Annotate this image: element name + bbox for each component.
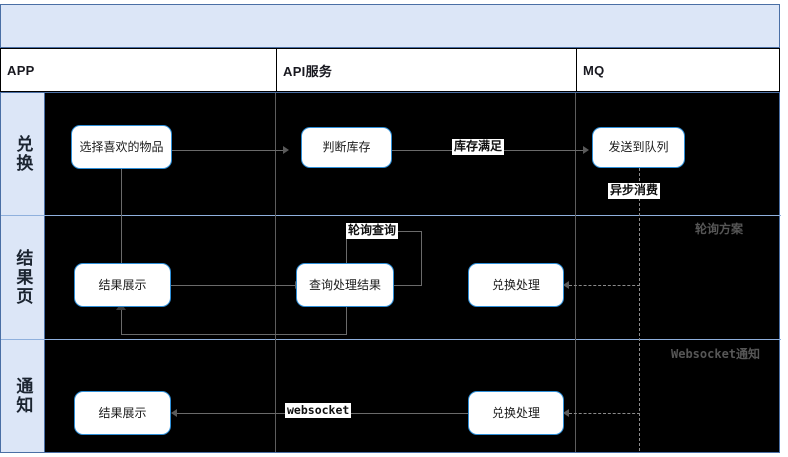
edge-async-to-exchange-3-arrowhead [563, 409, 569, 417]
lane-label-exchange: 兑换 [1, 93, 45, 215]
title-band [0, 4, 780, 48]
group-caption-websocket-notify: Websocket通知 [671, 347, 761, 361]
edge-poll-right [421, 231, 422, 285]
column-header-api-label: API服务 [283, 63, 333, 79]
node-result-show-3[interactable]: 结果展示 [74, 391, 171, 435]
swimlane-body: 兑换 结果页 通知 库存满足 选择喜欢的物品 判断库存 [0, 92, 781, 453]
node-choose-item-label: 选择喜欢的物品 [79, 139, 164, 154]
edge-query-back-h [121, 334, 347, 335]
edge-label-websocket: websocket [285, 403, 352, 419]
lane-label-exchange-text: 兑换 [13, 135, 33, 173]
edge-label-poll-query: 轮询查询 [346, 223, 399, 239]
node-check-stock[interactable]: 判断库存 [301, 127, 392, 168]
lane-separator-1 [1, 215, 781, 216]
column-header-mq: MQ [577, 49, 781, 91]
node-query-result[interactable]: 查询处理结果 [296, 263, 394, 307]
edge-async-to-exchange-2 [569, 285, 640, 286]
node-exchange-proc-3-label: 兑换处理 [491, 405, 540, 420]
edge-poll-up [346, 231, 347, 263]
node-result-show-3-label: 结果展示 [98, 405, 147, 420]
column-separator-app-api [275, 93, 276, 452]
edge-query-back-up [121, 309, 122, 335]
node-exchange-proc-2-label: 兑换处理 [491, 277, 540, 292]
header-divider-2 [576, 49, 577, 91]
lane-separator-2 [1, 339, 781, 340]
group-caption-polling-plan: 轮询方案 [695, 222, 744, 236]
edge-check-to-queue-arrowhead [583, 146, 589, 154]
node-exchange-proc-2[interactable]: 兑换处理 [468, 263, 564, 307]
column-header-app: APP [1, 49, 276, 91]
node-check-stock-label: 判断库存 [322, 140, 371, 155]
node-send-queue[interactable]: 发送到队列 [592, 127, 685, 168]
column-header-api: API服务 [277, 49, 576, 91]
node-query-result-label: 查询处理结果 [308, 277, 381, 292]
edge-async-to-exchange-2-arrowhead [563, 281, 569, 289]
node-result-show-2-label: 结果展示 [98, 277, 147, 292]
lane-label-notify: 通知 [1, 340, 45, 452]
node-result-show-2[interactable]: 结果展示 [74, 263, 171, 307]
edge-choose-to-check [171, 150, 283, 151]
column-header-app-label: APP [7, 62, 35, 78]
column-separator-api-mq [575, 93, 576, 452]
lane-label-notify-text: 通知 [13, 377, 33, 415]
edge-choose-to-check-arrowhead [283, 146, 289, 154]
edge-choose-down [121, 168, 122, 269]
lane-label-result-page-text: 结果页 [13, 249, 33, 306]
node-send-queue-label: 发送到队列 [608, 140, 669, 155]
column-header-mq-label: MQ [583, 62, 605, 78]
edge-async-to-exchange-3 [569, 413, 640, 414]
edge-result2-to-query [171, 285, 295, 286]
edge-label-stock-ok: 库存满足 [452, 139, 505, 155]
edge-label-async-consume: 异步消费 [608, 183, 661, 199]
node-exchange-proc-3[interactable]: 兑换处理 [468, 391, 564, 435]
edge-websocket-arrowhead [171, 409, 177, 417]
lane-label-result-page: 结果页 [1, 216, 45, 339]
edge-poll-return [393, 285, 422, 286]
column-header-row: APP API服务 MQ [0, 48, 780, 92]
node-choose-item[interactable]: 选择喜欢的物品 [71, 125, 172, 169]
edge-query-down [346, 307, 347, 334]
edge-async-consume-trunk [639, 168, 640, 451]
header-divider-1 [276, 49, 277, 91]
